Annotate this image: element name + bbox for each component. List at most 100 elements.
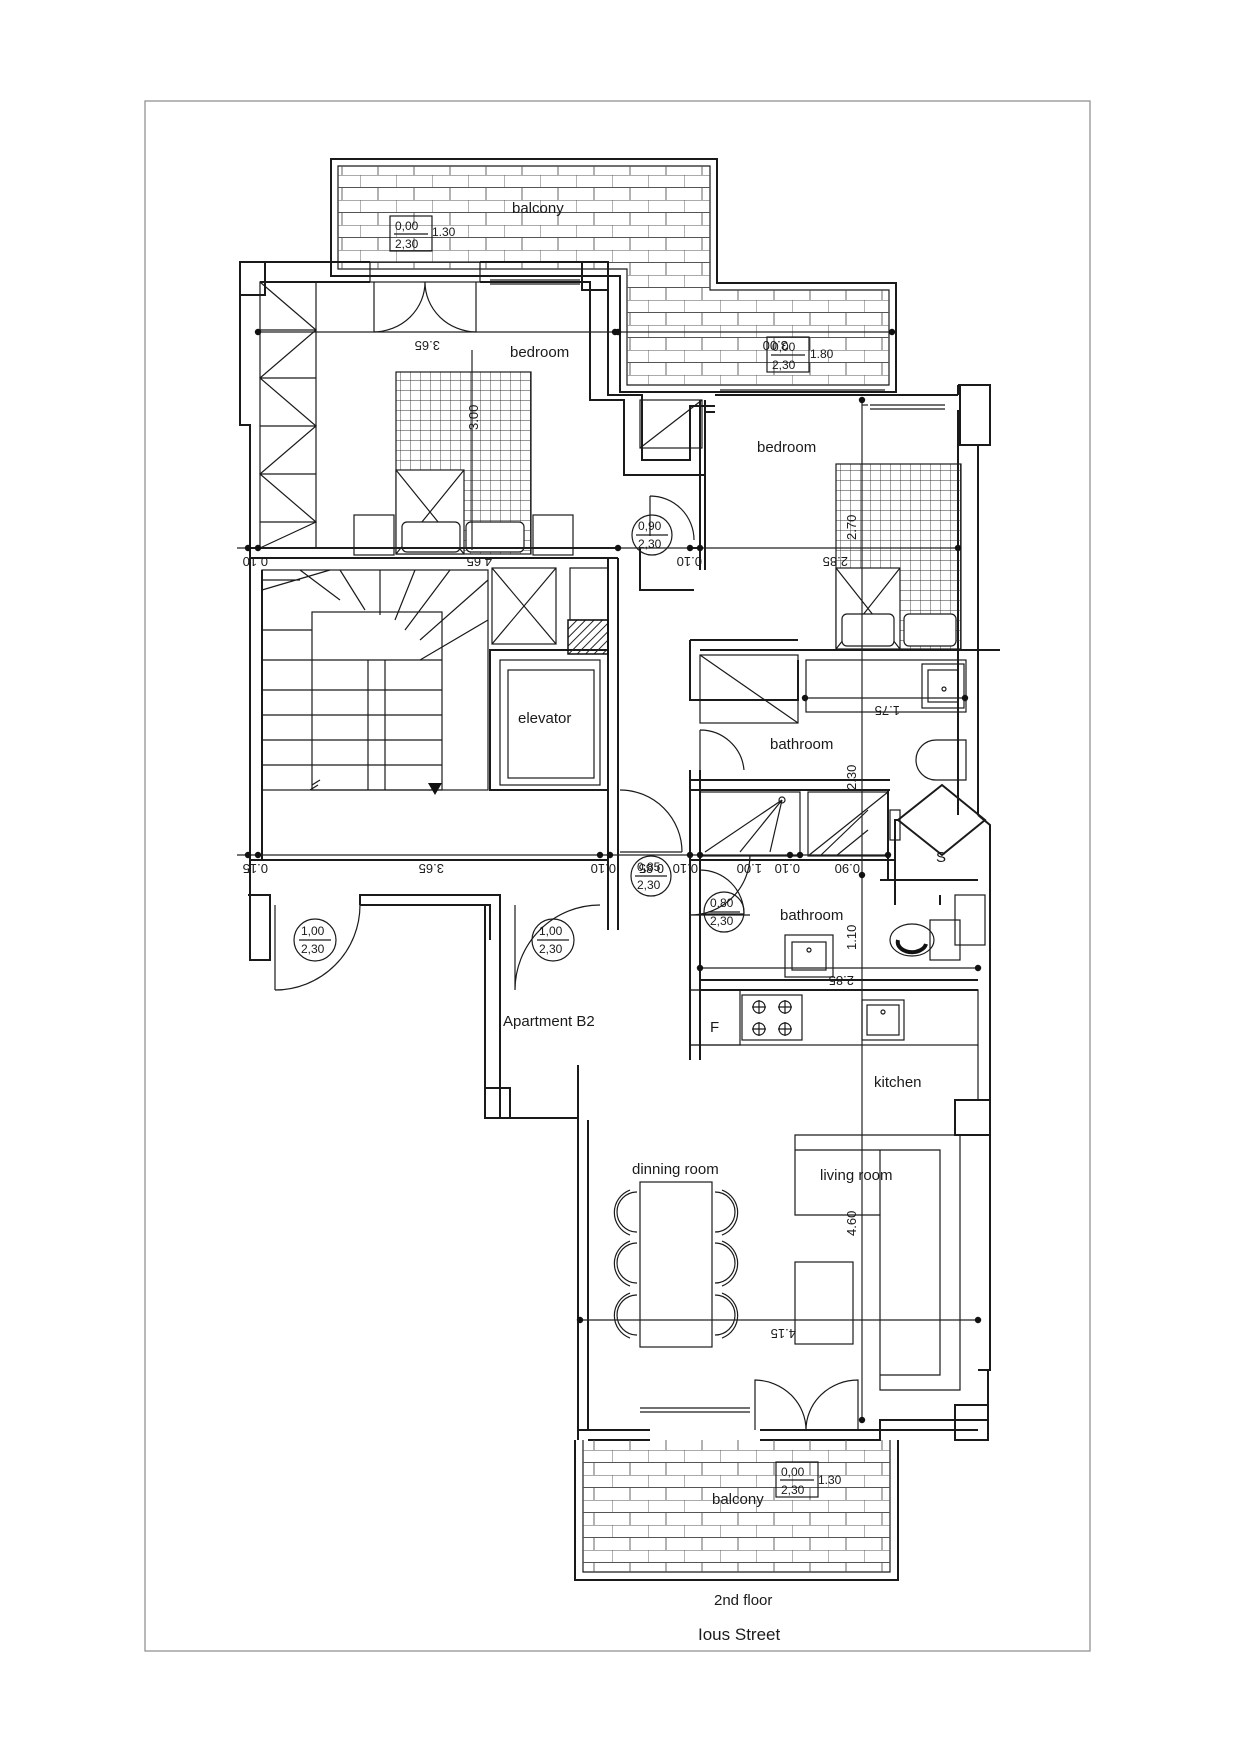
dim-085: 0.85 (639, 861, 664, 876)
label-bedroom-main: bedroom (510, 344, 569, 361)
dimension-dot (961, 694, 969, 702)
staircase (261, 569, 489, 795)
kitchen (689, 989, 979, 1100)
svg-text:1,00: 1,00 (539, 924, 563, 938)
dimension-dot (696, 964, 704, 972)
label-kitchen: kitchen (874, 1074, 922, 1091)
dimension-dot (596, 851, 604, 859)
dimension-labels: 3.65 3.00 3.00 4.65 0.10 0.10 2.85 2.70 … (243, 338, 900, 1341)
dim-285-b: 2.85 (829, 973, 854, 988)
dim-010-b: 0.10 (673, 861, 698, 876)
svg-text:2,30: 2,30 (395, 237, 419, 251)
dimension-dot (801, 694, 809, 702)
tag-win-top-left: 0,00 2,30 1.30 (389, 215, 456, 252)
dimension-dot (858, 1416, 866, 1424)
dim-175: 1.75 (875, 703, 900, 718)
svg-text:2,30: 2,30 (539, 942, 563, 956)
svg-text:0,90: 0,90 (638, 519, 662, 533)
dimension-dot (858, 396, 866, 404)
label-living: living room (820, 1167, 893, 1184)
dimension-dot (974, 964, 982, 972)
svg-text:2,30: 2,30 (638, 537, 662, 551)
label-elevator: elevator (518, 710, 571, 727)
dimension-dot (796, 851, 804, 859)
sheet-frame (144, 100, 1091, 1652)
dim-230: 2.30 (844, 765, 859, 790)
dimension-dot (888, 328, 896, 336)
shaft-symbol: S (936, 849, 946, 866)
opening-tags: 0,00 2,30 1.30 0,00 2,30 1.80 0,90 2,30 … (293, 215, 842, 1498)
dimension-dot (884, 851, 892, 859)
elevator-shaft (491, 567, 609, 786)
svg-text:2,30: 2,30 (301, 942, 325, 956)
dim-010-c: 0.10 (775, 861, 800, 876)
dim-110: 1.10 (844, 925, 859, 950)
dimension-dot (696, 851, 704, 859)
dim-285: 2.85 (823, 554, 848, 569)
dim-090: 0.90 (835, 861, 860, 876)
tag-door-bath: 0,80 2,30 (703, 891, 745, 933)
label-balcony-top: balcony (512, 200, 564, 217)
svg-text:1,00: 1,00 (301, 924, 325, 938)
balcony-top (330, 158, 897, 393)
dimension-dot (254, 544, 262, 552)
svg-text:2,30: 2,30 (781, 1483, 805, 1497)
room-labels: balcony bedroom bedroom elevator bathroo… (503, 200, 946, 1508)
dimension-dot (786, 851, 794, 859)
dimension-dot (254, 851, 262, 859)
dim-300: 3.00 (466, 405, 481, 430)
dimension-dot (686, 851, 694, 859)
tag-door-ent-left: 1,00 2,30 (293, 918, 337, 962)
balcony-bottom (574, 1440, 899, 1581)
bathroom-large (699, 654, 967, 781)
label-bathroom-small: bathroom (780, 907, 843, 924)
svg-text:0,00: 0,00 (772, 340, 796, 354)
svg-text:1.80: 1.80 (810, 347, 834, 361)
dimension-dot (244, 851, 252, 859)
tag-win-bottom: 0,00 2,30 1.30 (775, 1461, 842, 1498)
svg-text:1.30: 1.30 (432, 225, 456, 239)
living-dining (613, 1134, 961, 1431)
label-dining: dinning room (632, 1161, 719, 1178)
dim-010-mid: 0.10 (677, 554, 702, 569)
dimension-dot (254, 328, 262, 336)
bedroom-second (639, 389, 962, 650)
street-label: Ious Street (698, 1625, 780, 1644)
bathroom-small (699, 783, 985, 978)
dimension-dot (576, 1316, 584, 1324)
dimension-dot (858, 871, 866, 879)
svg-text:0,80: 0,80 (710, 896, 734, 910)
svg-text:1.30: 1.30 (818, 1473, 842, 1487)
bedroom-main (259, 261, 580, 556)
dimension-dots (244, 328, 982, 1424)
dimension-dot (686, 544, 694, 552)
tag-door-bed: 0,90 2,30 (631, 514, 673, 556)
fridge-symbol: F (710, 1019, 719, 1036)
svg-text:2,30: 2,30 (710, 914, 734, 928)
tag-door-hall: 0,85 2,30 (630, 855, 672, 897)
label-bedroom-second: bedroom (757, 439, 816, 456)
dim-300-balcony: 3.00 (763, 338, 788, 353)
dimension-dot (696, 544, 704, 552)
dim-100: 1.00 (737, 861, 762, 876)
dim-365-top: 3.65 (415, 338, 440, 353)
dim-465: 4.65 (467, 554, 492, 569)
label-balcony-bottom: balcony (712, 1491, 764, 1508)
dim-270: 2.70 (844, 515, 859, 540)
tag-win-top-right: 0,00 2,30 1.80 (766, 336, 834, 373)
dim-010-left: 0.10 (243, 554, 268, 569)
dim-365-bottom: 3.65 (419, 861, 444, 876)
label-bathroom-large: bathroom (770, 736, 833, 753)
dimension-dot (244, 544, 252, 552)
entrance-doors (274, 789, 751, 991)
dim-415: 4.15 (771, 1326, 796, 1341)
svg-text:0,85: 0,85 (637, 860, 661, 874)
apartment-label: Apartment B2 (503, 1013, 595, 1030)
dim-460: 4.60 (844, 1211, 859, 1236)
svg-text:2,30: 2,30 (772, 358, 796, 372)
dimension-dot (954, 544, 962, 552)
dimension-dot (614, 328, 622, 336)
dim-015-left: 0.15 (243, 861, 268, 876)
dimension-dot (606, 851, 614, 859)
